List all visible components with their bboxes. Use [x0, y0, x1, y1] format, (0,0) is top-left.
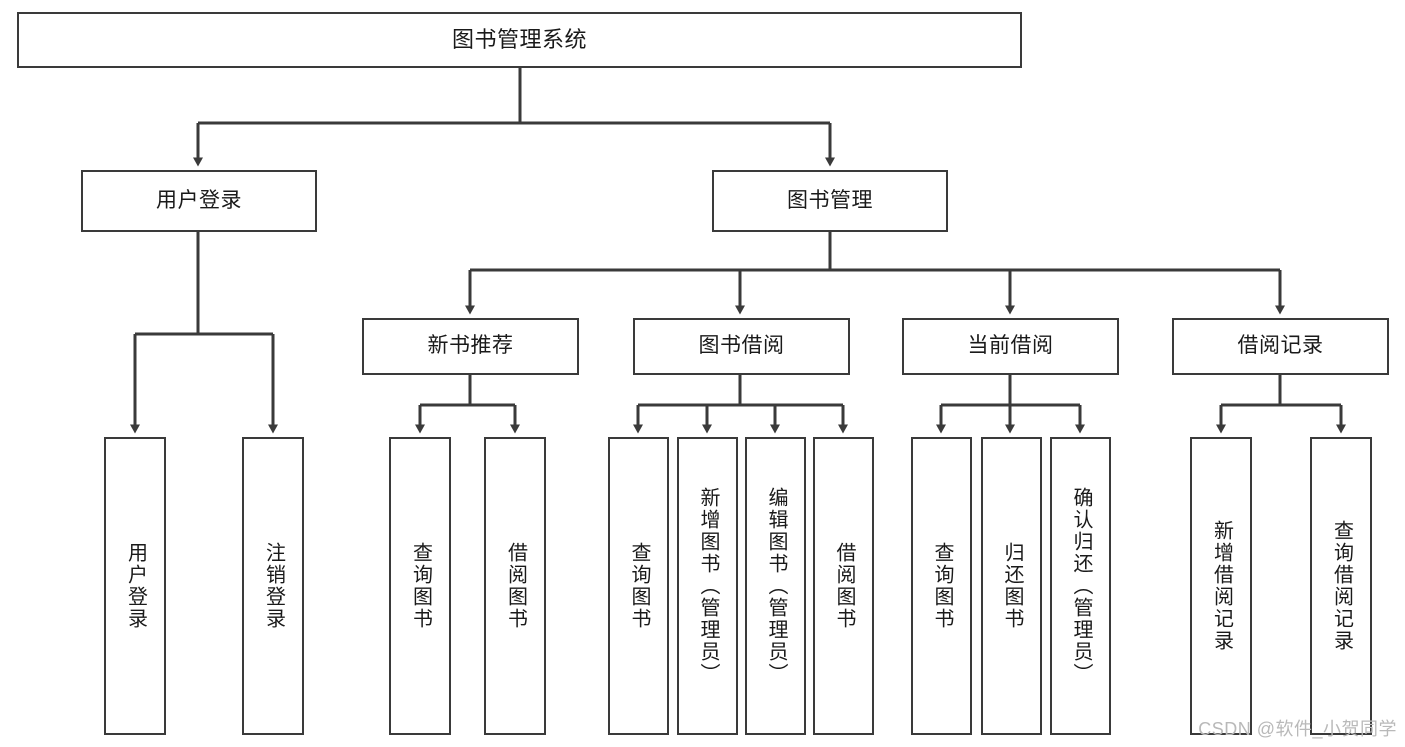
leaf-confirm-return-admin[interactable]: 确认归还（管理员）: [1050, 437, 1111, 735]
leaf-user-login[interactable]: 用户登录: [104, 437, 166, 735]
leaf-query-book-current-label: 查询图书: [931, 542, 953, 630]
leaf-user-login-label: 用户登录: [124, 542, 147, 630]
leaf-query-book-recommend[interactable]: 查询图书: [389, 437, 451, 735]
leaf-return-book-label: 归还图书: [1001, 542, 1023, 630]
leaf-logout[interactable]: 注销登录: [242, 437, 304, 735]
leaf-borrow-book[interactable]: 借阅图书: [813, 437, 874, 735]
leaf-logout-label: 注销登录: [262, 542, 285, 630]
leaf-return-book[interactable]: 归还图书: [981, 437, 1042, 735]
leaf-query-book-current[interactable]: 查询图书: [911, 437, 972, 735]
leaf-borrow-book-recommend[interactable]: 借阅图书: [484, 437, 546, 735]
leaf-add-book-admin[interactable]: 新增图书（管理员）: [677, 437, 738, 735]
node-new-book-recommend-label: 新书推荐: [427, 334, 514, 358]
leaf-confirm-return-admin-label: 确认归还（管理员）: [1070, 487, 1092, 685]
leaf-query-book-borrow-label: 查询图书: [628, 542, 650, 630]
node-book-borrow[interactable]: 图书借阅: [633, 318, 850, 375]
leaf-borrow-book-recommend-label: 借阅图书: [504, 542, 527, 630]
node-book-management-label: 图书管理: [787, 188, 873, 212]
node-borrow-record[interactable]: 借阅记录: [1172, 318, 1389, 375]
node-root[interactable]: 图书管理系统: [17, 12, 1022, 68]
leaf-query-book-borrow[interactable]: 查询图书: [608, 437, 669, 735]
leaf-add-book-admin-label: 新增图书（管理员）: [697, 487, 719, 685]
leaf-borrow-book-label: 借阅图书: [833, 542, 855, 630]
node-current-borrow[interactable]: 当前借阅: [902, 318, 1119, 375]
node-book-borrow-label: 图书借阅: [698, 334, 785, 358]
leaf-query-book-recommend-label: 查询图书: [409, 542, 432, 630]
leaf-add-borrow-record[interactable]: 新增借阅记录: [1190, 437, 1252, 735]
watermark-text: CSDN @软件_小贺同学: [1198, 719, 1397, 739]
leaf-edit-book-admin-label: 编辑图书（管理员）: [765, 487, 787, 685]
leaf-query-borrow-record-label: 查询借阅记录: [1330, 520, 1353, 652]
node-new-book-recommend[interactable]: 新书推荐: [362, 318, 579, 375]
leaf-add-borrow-record-label: 新增借阅记录: [1210, 520, 1233, 652]
node-user-login[interactable]: 用户登录: [81, 170, 317, 232]
leaf-query-borrow-record[interactable]: 查询借阅记录: [1310, 437, 1372, 735]
node-root-label: 图书管理系统: [451, 27, 587, 53]
node-borrow-record-label: 借阅记录: [1237, 334, 1324, 358]
node-current-borrow-label: 当前借阅: [967, 334, 1054, 358]
node-book-management[interactable]: 图书管理: [712, 170, 948, 232]
leaf-edit-book-admin[interactable]: 编辑图书（管理员）: [745, 437, 806, 735]
node-user-login-label: 用户登录: [156, 188, 242, 212]
